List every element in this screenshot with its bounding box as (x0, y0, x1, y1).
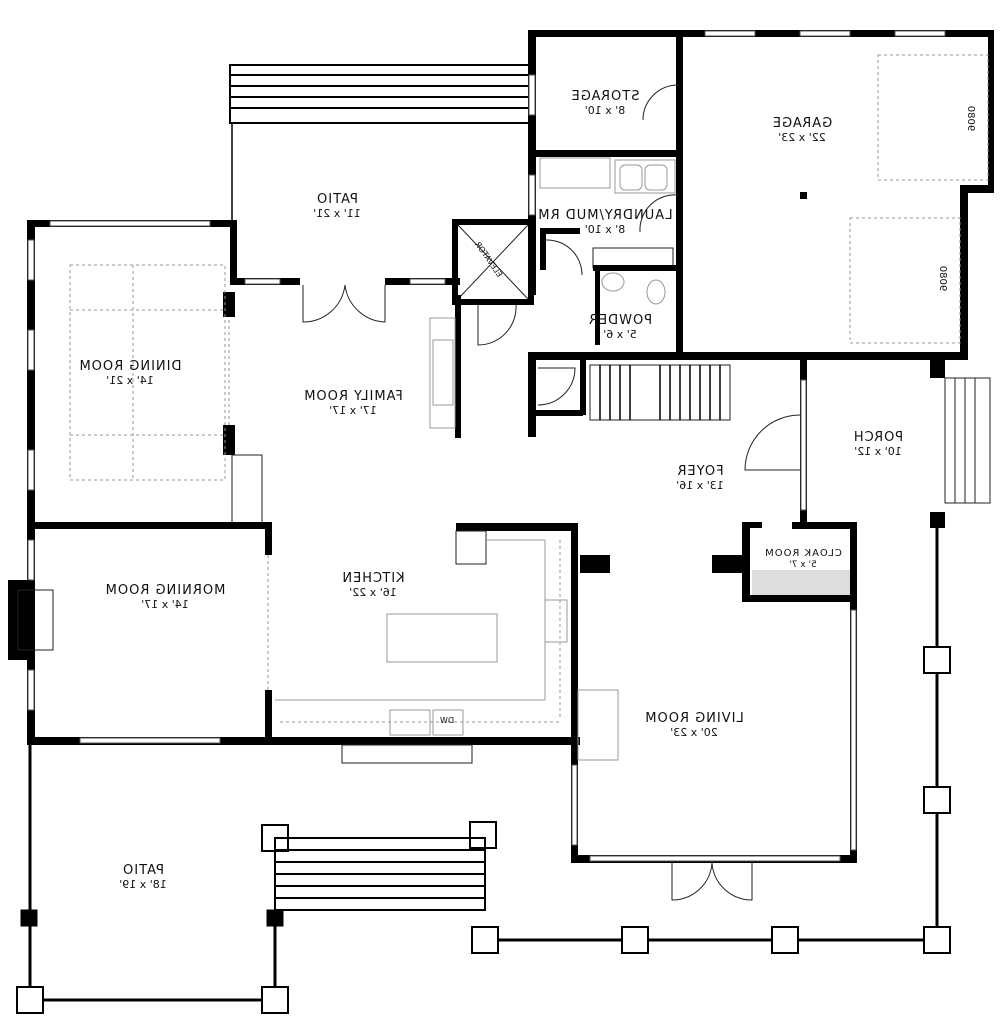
porch (744, 352, 991, 528)
garage-door-label-1: 9080 (965, 105, 977, 132)
room-name: POWDER (587, 313, 653, 328)
room-dims: 22' x 23' (778, 130, 826, 144)
room-dims: 14' x 21' (106, 373, 154, 387)
dishwasher-label: DW (440, 716, 455, 725)
living-room-walls (571, 689, 857, 901)
room-dims: 5' x 6' (603, 327, 637, 341)
garage-post (800, 192, 807, 199)
room-name: LIVING ROOM (644, 711, 744, 726)
room-dims: 8' x 10' (584, 103, 626, 117)
room-name: MORNING ROOM (104, 583, 226, 598)
room-name: FOYER (676, 464, 724, 479)
elevator (452, 219, 534, 438)
room-dims: 10' x 12' (854, 444, 902, 458)
room-dims: 18' x 19' (119, 877, 167, 891)
rear-patio-railing (229, 64, 531, 222)
kitchen-fixtures (275, 523, 578, 764)
front-steps (274, 837, 486, 911)
room-name: PATIO (316, 192, 358, 207)
room-dims: 20' x 23' (670, 725, 718, 739)
room-dims: 5' x 7' (789, 559, 817, 570)
main-walls (8, 220, 580, 745)
room-name: STORAGE (570, 89, 640, 104)
room-name: PATIO (122, 863, 164, 878)
room-name: GARAGE (771, 116, 833, 131)
room-dims: 11' x 21' (313, 206, 361, 220)
front-porch-railing (16, 528, 951, 1014)
room-name: LAUNDRY/MUD RM (537, 208, 673, 223)
room-dims: 13' x 16' (676, 478, 724, 492)
room-dims: 14' x 17' (141, 597, 189, 611)
garage-door-label-2: 9080 (937, 265, 949, 292)
cloak-room (580, 522, 857, 862)
room-dims: 16' x 22' (349, 585, 397, 599)
room-name: KITCHEN (341, 571, 405, 586)
laundry-fixtures (539, 84, 679, 345)
room-name: FAMILY ROOM (303, 389, 403, 404)
room-dims: 8' x 10' (584, 222, 626, 236)
room-name: PORCH (852, 430, 904, 445)
room-name: DINING ROOM (78, 359, 182, 374)
staircase (528, 352, 803, 437)
room-dims: 17' x 17' (329, 403, 377, 417)
room-name: CLOAK ROOM (764, 548, 842, 559)
